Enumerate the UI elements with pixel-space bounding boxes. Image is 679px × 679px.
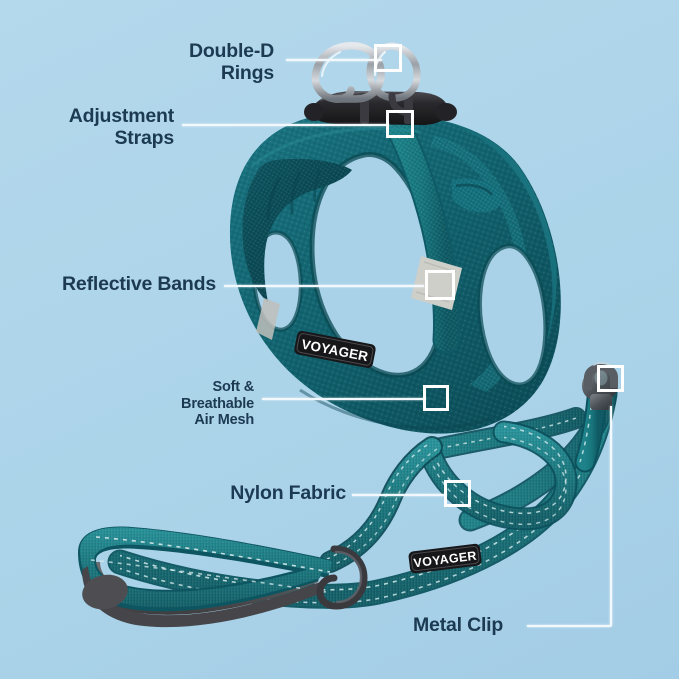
harness-loop-tab xyxy=(452,178,501,213)
leader-line-soft-breathable-air-mesh xyxy=(262,398,426,400)
callout-label-nylon-fabric: Nylon Fabric xyxy=(230,482,346,504)
handle-d-ring xyxy=(316,545,368,610)
harness-group: VOYAGER xyxy=(229,42,561,434)
metal-clip xyxy=(582,361,618,410)
leader-line-double-d-rings xyxy=(286,59,382,61)
leash-group: VOYAGER xyxy=(78,361,618,628)
callout-label-metal-clip: Metal Clip xyxy=(413,614,504,636)
leader-line-vertical-metal-clip xyxy=(610,406,612,626)
callout-marker-soft-breathable-air-mesh xyxy=(423,385,449,411)
callout-label-soft-breathable-air-mesh: Soft & Breathable Air Mesh xyxy=(181,379,254,429)
leader-line-metal-clip xyxy=(527,625,611,627)
reflective-band-patch-left xyxy=(256,298,280,340)
leader-line-nylon-fabric xyxy=(352,494,446,496)
callout-marker-reflective-bands xyxy=(425,270,455,300)
callout-marker-double-d-rings xyxy=(374,44,402,72)
callout-label-double-d-rings: Double-D Rings xyxy=(188,40,274,85)
callout-label-adjustment-straps: Adjustment Straps xyxy=(68,105,174,150)
callout-marker-adjustment-straps xyxy=(386,110,414,138)
leash-brand-patch: VOYAGER xyxy=(408,543,482,574)
callout-marker-nylon-fabric xyxy=(444,480,471,507)
leader-line-reflective-bands xyxy=(224,285,424,287)
leash-handle xyxy=(78,526,332,628)
callout-label-reflective-bands: Reflective Bands xyxy=(62,273,216,295)
leader-line-adjustment-straps xyxy=(182,124,389,126)
callout-marker-metal-clip xyxy=(597,365,624,392)
